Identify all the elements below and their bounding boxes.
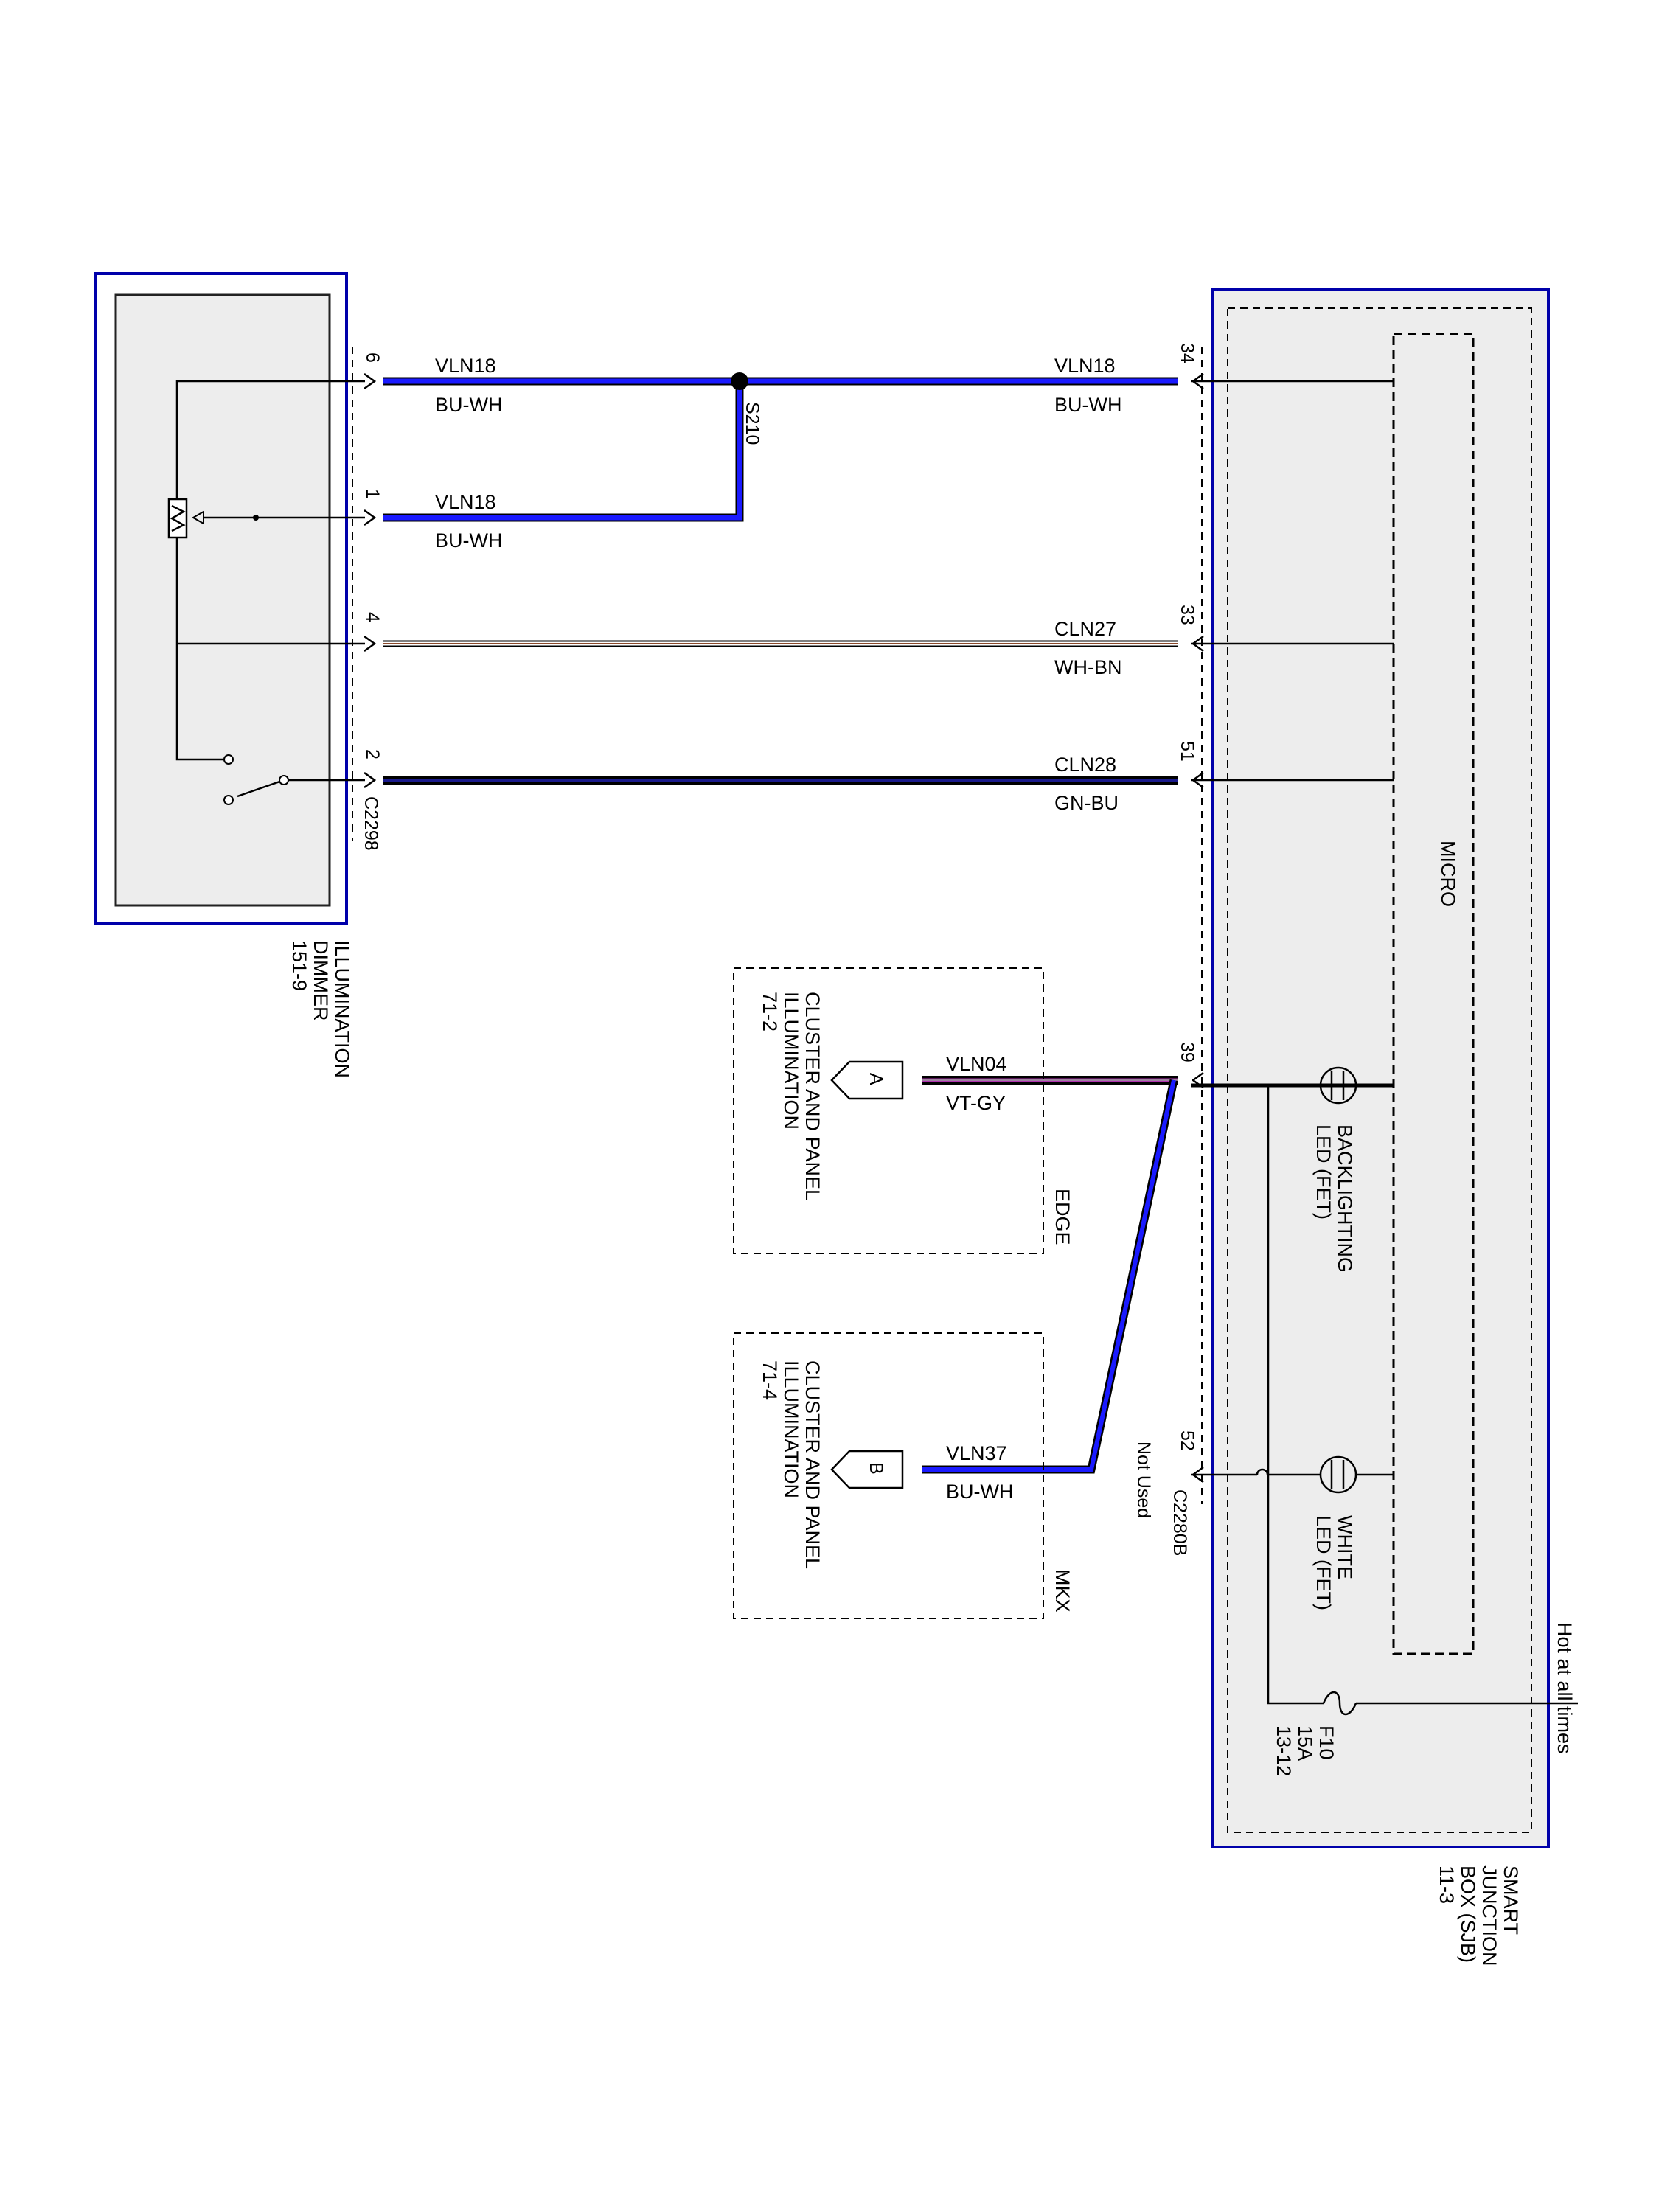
dimmer-body [114, 293, 331, 907]
edge-variant-label: EDGE [1051, 1189, 1074, 1245]
wire-label-color: GN-BU [1054, 792, 1119, 814]
white-led-icon [1319, 1455, 1357, 1494]
wire-label-circuit: VLN18 [435, 491, 496, 513]
wire-label-color: VT-GY [946, 1092, 1006, 1114]
mkx-variant-label: MKX [1051, 1569, 1074, 1613]
micro-block [1392, 333, 1475, 1655]
dimmer-pin-6: 6 [362, 352, 383, 363]
dimmer-pin-1: 1 [362, 489, 383, 499]
wire-label-color: BU-WH [435, 394, 502, 416]
splice-s210 [731, 372, 748, 390]
wire-label-circuit: VLN18 [435, 355, 496, 377]
wire-label-circuit: VLN37 [946, 1442, 1007, 1464]
mkx-module-name: CLUSTER AND PANEL ILLUMINATION 71-4 [759, 1360, 824, 1574]
fuse-label: F10 15A 13-12 [1273, 1725, 1338, 1776]
edge-module-name: CLUSTER AND PANEL ILLUMINATION 71-2 [759, 992, 824, 1206]
dimmer-connector-label: C2298 [361, 796, 381, 851]
wire-label-circuit: VLN18 [1054, 355, 1116, 377]
white-led-label: WHITE LED (FET) [1312, 1515, 1356, 1610]
edge-module-box [733, 967, 1044, 1254]
wire-label-circuit: CLN28 [1054, 754, 1116, 776]
hot-at-all-times-label: Hot at all times [1554, 1622, 1576, 1754]
dimmer-frame [94, 272, 348, 925]
wire-label-color: BU-WH [1054, 394, 1121, 416]
sjb-pin-33: 33 [1177, 605, 1197, 625]
sjb-internal-traces [1191, 380, 1578, 1716]
sjb-frame [1211, 288, 1550, 1848]
edge-module-pin-label: A [866, 1073, 886, 1085]
wiper-arrow-icon [191, 510, 204, 525]
dimmer-internal-nodes [223, 754, 289, 805]
dimmer-pin-4: 4 [362, 612, 383, 622]
backlighting-led-label: BACKLIGHTING LED (FET) [1312, 1124, 1356, 1279]
splice-label: S210 [742, 402, 762, 445]
wire-label-circuit: CLN27 [1054, 618, 1116, 640]
micro-label: MICRO [1437, 841, 1459, 907]
wire-vln18-lower [383, 381, 744, 522]
sjb-pin-34: 34 [1177, 343, 1197, 364]
not-used-label: Not Used [1133, 1441, 1154, 1518]
sjb-connector-label: C2280B [1169, 1489, 1190, 1556]
sjb-name: SMART JUNCTION BOX (SJB) 11-3 [1436, 1865, 1522, 1972]
wire-label-color: BU-WH [946, 1481, 1013, 1503]
backlighting-led-icon [1319, 1066, 1357, 1105]
dimmer-name: ILLUMINATION DIMMER 151-9 [288, 940, 353, 1084]
edge-module-pin-a [830, 1060, 904, 1100]
dimmer-pin-2: 2 [362, 749, 383, 759]
wire-label-color: BU-WH [435, 529, 502, 552]
sjb-inner-boundary [1227, 307, 1532, 1833]
dimmer-connector-chevrons [364, 372, 377, 789]
mkx-module-pin-label: B [866, 1462, 886, 1475]
mkx-module-box [733, 1332, 1044, 1619]
sjb-pin-39: 39 [1177, 1042, 1197, 1062]
junction-dot [253, 515, 259, 521]
wire-label-color: WH-BN [1054, 656, 1121, 678]
mkx-module-pin-b [830, 1450, 904, 1489]
sjb-connector-chevrons [1191, 372, 1204, 1484]
wire-label-circuit: VLN04 [946, 1053, 1007, 1075]
sjb-pin-52: 52 [1177, 1430, 1197, 1451]
sjb-pin-51: 51 [1177, 741, 1197, 762]
wire-vln37 [922, 1079, 1178, 1474]
dimmer-internal-circuit [167, 380, 365, 798]
